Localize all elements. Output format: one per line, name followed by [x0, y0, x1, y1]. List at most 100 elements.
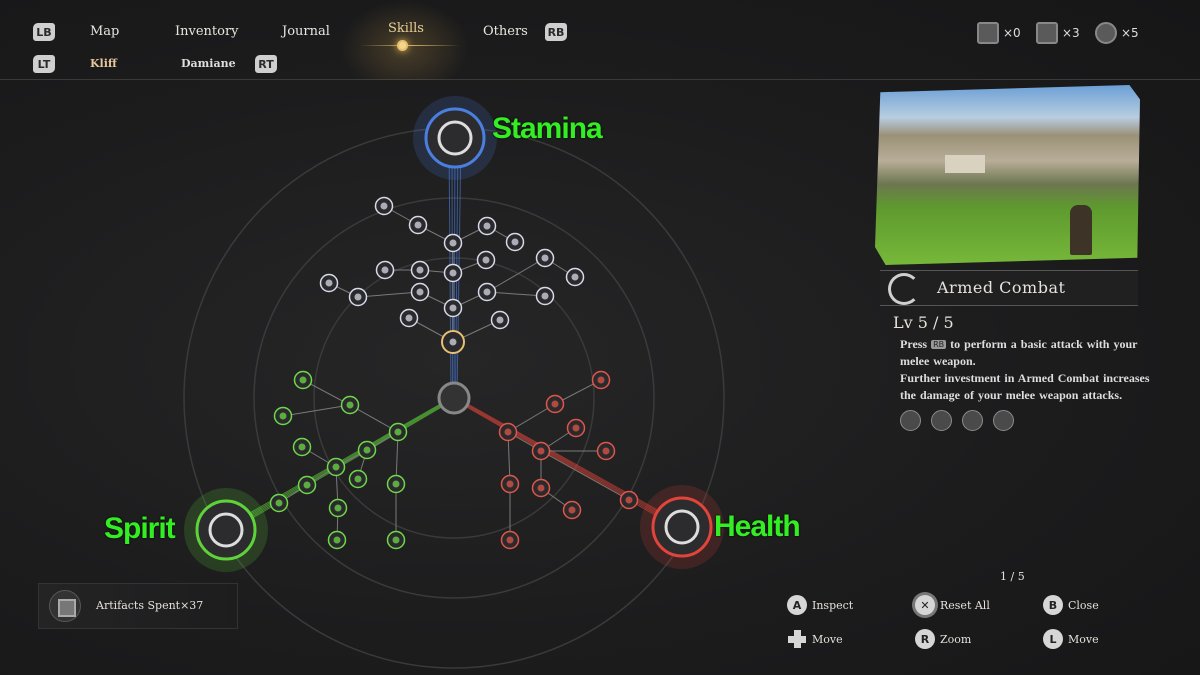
skill-node-icon[interactable]	[449, 304, 457, 312]
skill-node-icon[interactable]	[496, 316, 504, 324]
skill-node-icon[interactable]	[405, 314, 413, 322]
hint-label: Move	[1068, 632, 1099, 646]
skill-preview-image	[875, 85, 1140, 265]
skill-node-icon[interactable]	[381, 266, 389, 274]
skill-node-icon[interactable]	[572, 424, 580, 432]
skill-node-icon[interactable]	[394, 428, 402, 436]
branch-label-health: Health	[714, 510, 801, 543]
skill-node-icon[interactable]	[392, 480, 400, 488]
skill-node-icon[interactable]	[551, 400, 559, 408]
branch-label-spirit: Spirit	[104, 512, 176, 545]
beast-effect-icon[interactable]	[931, 410, 952, 431]
skill-node-icon[interactable]	[354, 475, 362, 483]
rt-button[interactable]: RT	[255, 55, 277, 73]
skill-node-icon[interactable]	[568, 506, 576, 514]
lt-button[interactable]: LT	[33, 55, 55, 73]
active-tab-underline	[360, 45, 460, 46]
wolf-icon	[437, 120, 473, 156]
branch-beam	[452, 397, 680, 528]
tree-connector	[540, 450, 630, 501]
resource-emblem: ×5	[1095, 22, 1139, 44]
tab-map[interactable]: Map	[90, 24, 120, 39]
spiral-effect-icon[interactable]	[962, 410, 983, 431]
skill-node-icon[interactable]	[504, 428, 512, 436]
claw-effect-icon[interactable]	[900, 410, 921, 431]
skill-title: Armed Combat	[937, 278, 1066, 297]
hint-reset-all[interactable]: ✕Reset All	[915, 595, 990, 615]
artifact-cube-icon	[977, 22, 999, 44]
top-navigation: LB Map Inventory Journal Skills Others R…	[0, 0, 1200, 80]
skill-node-icon[interactable]	[602, 447, 610, 455]
branch-beam	[453, 397, 683, 528]
skill-node-icon[interactable]	[625, 496, 633, 504]
skill-node-icon[interactable]	[392, 536, 400, 544]
skill-node-icon[interactable]	[416, 266, 424, 274]
skill-node-icon[interactable]	[416, 288, 424, 296]
rb-key-icon: RB	[931, 340, 947, 349]
hint-move-dpad[interactable]: Move	[787, 629, 843, 649]
skill-node-icon[interactable]	[332, 463, 340, 471]
skill-node-icon[interactable]	[298, 443, 306, 451]
skill-node-icon[interactable]	[506, 536, 514, 544]
skill-node-icon[interactable]	[333, 536, 341, 544]
skill-node-icon[interactable]	[346, 401, 354, 409]
sword-emblem-icon	[888, 273, 920, 305]
skill-node-icon[interactable]	[380, 202, 388, 210]
skill-node-icon[interactable]	[506, 480, 514, 488]
artifacts-spent-label: Artifacts Spent×37	[96, 599, 204, 612]
skill-node-icon[interactable]	[279, 412, 287, 420]
skill-node-icon[interactable]	[571, 273, 579, 281]
skill-node-icon[interactable]	[275, 499, 283, 507]
tab-others[interactable]: Others	[483, 24, 528, 39]
hint-label: Reset All	[940, 598, 990, 612]
desc-text: to perform a basic attack with your mele…	[900, 337, 1138, 368]
character-tab-damiane[interactable]: Damiane	[181, 57, 236, 70]
branch-node-spirit[interactable]	[195, 499, 257, 561]
tab-inventory[interactable]: Inventory	[175, 24, 239, 39]
branch-node-health[interactable]	[651, 496, 713, 558]
center-hub-node[interactable]	[437, 381, 471, 415]
rb-button[interactable]: RB	[545, 23, 567, 41]
emblem-icon	[1095, 22, 1117, 44]
skill-node-icon[interactable]	[483, 222, 491, 230]
skill-node-icon[interactable]	[354, 293, 362, 301]
skill-node-icon[interactable]	[449, 338, 457, 346]
slash-effect-icon[interactable]	[993, 410, 1014, 431]
tree-connector	[357, 291, 421, 298]
skill-node-icon[interactable]	[449, 269, 457, 277]
skill-node-icon[interactable]	[482, 256, 490, 264]
skill-node-icon[interactable]	[483, 288, 491, 296]
skill-node-icon[interactable]	[597, 376, 605, 384]
skill-node-icon[interactable]	[334, 504, 342, 512]
branch-node-stamina[interactable]	[424, 107, 486, 169]
right-stick-icon: R	[915, 629, 935, 649]
tab-journal[interactable]: Journal	[282, 24, 330, 39]
skill-node-icon[interactable]	[325, 279, 333, 287]
resource-count: ×0	[1003, 26, 1021, 40]
skill-node-icon[interactable]	[537, 447, 545, 455]
character-tab-kliff[interactable]: Kliff	[90, 57, 117, 70]
hint-label: Zoom	[940, 632, 972, 646]
skill-node-icon[interactable]	[511, 238, 519, 246]
skill-node-icon[interactable]	[414, 221, 422, 229]
artifacts-spent: Artifacts Spent×37	[38, 583, 238, 629]
skill-detail-body: Press RB to perform a basic attack with …	[900, 336, 1158, 431]
skill-node-icon[interactable]	[541, 254, 549, 262]
skill-node-icon[interactable]	[299, 376, 307, 384]
tab-skills[interactable]: Skills	[388, 21, 424, 36]
skill-node-icon[interactable]	[303, 481, 311, 489]
skill-node-icon[interactable]	[363, 446, 371, 454]
tree-connector	[282, 404, 351, 417]
hint-label: Inspect	[812, 598, 854, 612]
skill-node-icon[interactable]	[449, 239, 457, 247]
skill-node-icon[interactable]	[537, 484, 545, 492]
tree-connector	[486, 291, 546, 297]
desc-text: Press	[900, 337, 928, 351]
skill-node-icon[interactable]	[541, 292, 549, 300]
hint-zoom[interactable]: R Zoom	[915, 629, 971, 649]
branch-label-stamina: Stamina	[492, 112, 603, 145]
lb-button[interactable]: LB	[33, 23, 55, 41]
